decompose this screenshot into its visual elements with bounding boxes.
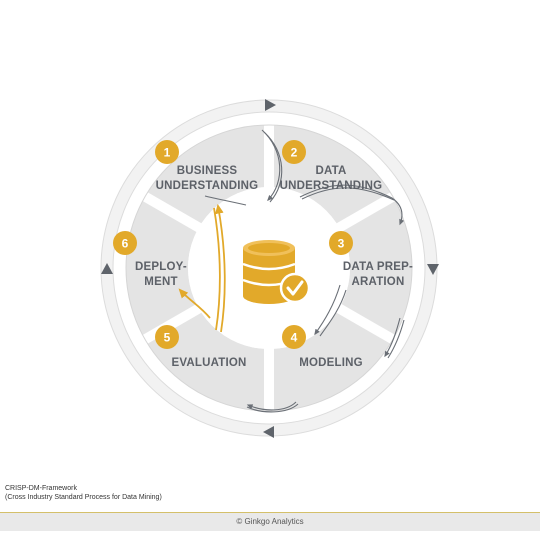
phase-number-badge: [282, 140, 306, 164]
caption-title: CRISP-DM-Framework: [5, 485, 77, 492]
cycle-arrow-right-icon: [427, 264, 439, 275]
phase-number-badge: [329, 231, 353, 255]
phase-label-line2: MENT: [144, 276, 177, 288]
diagram-caption: CRISP-DM-Framework (Cross Industry Stand…: [5, 484, 162, 502]
copyright-footer: © Ginkgo Analytics: [0, 512, 540, 531]
phase-label-line1: BUSINESS: [177, 165, 238, 177]
phase-data-preparation: 3 DATA PREP- ARATION: [329, 231, 413, 288]
phase-number: 6: [122, 237, 129, 251]
phase-label-line1: DATA PREP-: [343, 261, 413, 273]
phase-label-line1: MODELING: [299, 357, 363, 369]
crisp-dm-diagram: 1 BUSINESS UNDERSTANDING 2 DATA UNDERSTA…: [100, 99, 439, 438]
phase-number-badge: [113, 231, 137, 255]
cycle-arrow-bottom-icon: [263, 426, 274, 438]
phase-modeling: 4 MODELING: [282, 325, 363, 369]
phase-label-line1: DEPLOY-: [135, 261, 187, 273]
phase-transition-arrows: [204, 129, 405, 413]
cycle-arrow-top-icon: [265, 99, 276, 111]
phase-number-badge: [282, 325, 306, 349]
database-check-icon: [242, 240, 311, 304]
phase-data-understanding: 2 DATA UNDERSTANDING: [280, 140, 383, 192]
phase-evaluation: 5 EVALUATION: [155, 325, 246, 369]
phase-number: 3: [338, 237, 345, 251]
caption-subtitle: (Cross Industry Standard Process for Dat…: [5, 494, 162, 501]
phase-label-line2: UNDERSTANDING: [280, 180, 383, 192]
phase-number: 2: [291, 146, 298, 160]
phase-number: 4: [291, 331, 298, 345]
phase-number: 5: [164, 331, 171, 345]
gold-feedback-arrows: [178, 203, 226, 333]
phase-label-line1: DATA: [315, 165, 346, 177]
phase-deployment: 6 DEPLOY- MENT: [113, 231, 187, 288]
phase-number: 1: [164, 146, 171, 160]
phase-business-understanding: 1 BUSINESS UNDERSTANDING: [155, 140, 258, 192]
cycle-arrow-left-icon: [101, 263, 113, 274]
phase-label-line1: EVALUATION: [171, 357, 246, 369]
phase-number-badge: [155, 325, 179, 349]
phase-number-badge: [155, 140, 179, 164]
phase-label-line2: ARATION: [352, 276, 405, 288]
phase-label-line2: UNDERSTANDING: [156, 180, 259, 192]
